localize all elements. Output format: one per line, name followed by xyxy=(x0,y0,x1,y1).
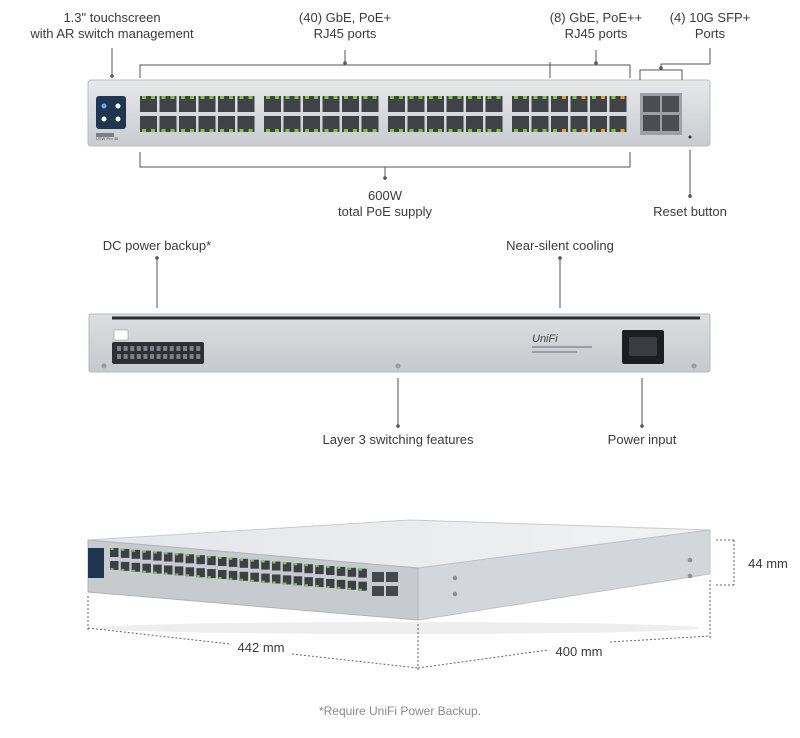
poe-plusplus-label-line2: RJ45 ports xyxy=(564,26,628,41)
power-input-socket xyxy=(622,330,664,364)
rear-brand: UniFi xyxy=(532,333,558,345)
dc-power-backup-connector xyxy=(112,342,204,364)
poe-supply-label-line2: total PoE supply xyxy=(338,204,432,219)
poe-plus-label: (40) GbE, PoE+ RJ45 ports xyxy=(282,10,408,42)
cooling-label: Near-silent cooling xyxy=(506,238,614,253)
poe-plusplus-label-line1: (8) GbE, PoE++ xyxy=(549,10,643,25)
poe-supply-label-line1: 600W xyxy=(368,188,402,203)
rear-callouts xyxy=(156,256,643,428)
dimension-lines xyxy=(87,539,735,672)
front-switch: USW Pro 48 xyxy=(87,79,711,147)
poe-plus-label-line1: (40) GbE, PoE+ xyxy=(298,10,392,25)
height-dimension: 44 mm xyxy=(748,556,788,571)
reset-button-label: Reset button xyxy=(653,204,727,219)
rj45-port-array xyxy=(140,96,627,132)
poe-plus-label-line2: RJ45 ports xyxy=(313,26,377,41)
touchscreen-label: 1.3" touchscreen with AR switch manageme… xyxy=(22,10,202,42)
power-input-label: Power input xyxy=(607,432,677,447)
isometric-switch xyxy=(87,519,711,634)
touchscreen-label-line2: with AR switch management xyxy=(30,26,194,41)
footnote: *Require UniFi Power Backup. xyxy=(318,704,482,718)
rear-switch: UniFi xyxy=(88,313,711,373)
width-dimension: 442 mm xyxy=(237,640,285,655)
layer3-label: Layer 3 switching features xyxy=(322,432,474,447)
sfp-label: (4) 10G SFP+ Ports xyxy=(660,10,760,42)
poe-supply-label: 600W total PoE supply xyxy=(325,188,445,220)
poe-plusplus-label: (8) GbE, PoE++ RJ45 ports xyxy=(538,10,654,42)
touchscreen-display xyxy=(96,96,126,129)
reset-pinhole xyxy=(688,135,692,139)
depth-dimension: 400 mm xyxy=(555,644,603,659)
sfp-label-line2: Ports xyxy=(694,26,726,41)
sfp-cage xyxy=(640,93,682,135)
touchscreen-label-line1: 1.3" touchscreen xyxy=(63,10,161,25)
sfp-label-line1: (4) 10G SFP+ xyxy=(669,10,751,25)
dc-backup-label: DC power backup* xyxy=(102,238,212,253)
device-badge: USW Pro 48 xyxy=(96,136,119,141)
